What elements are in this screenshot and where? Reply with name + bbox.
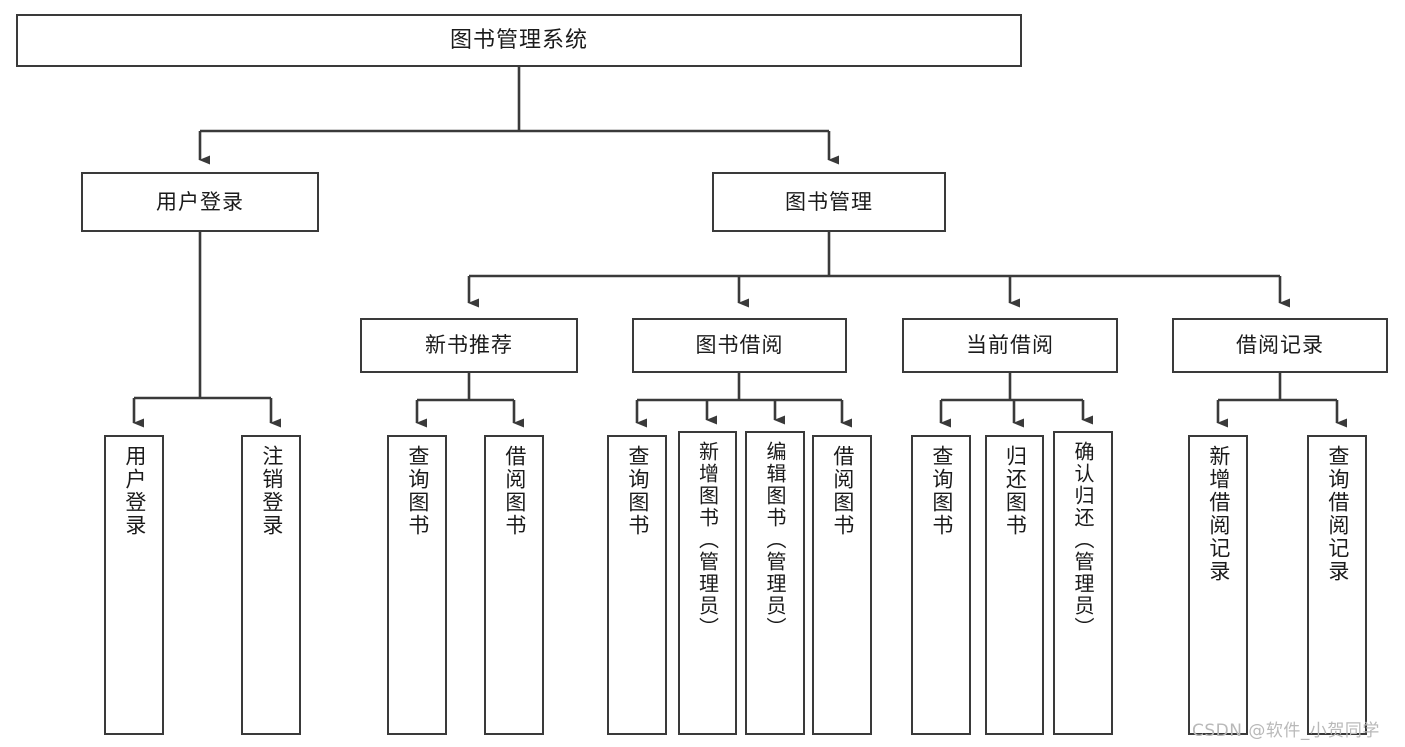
node-leaf-add-book-label: 新增图书（管理员）	[695, 441, 720, 639]
node-leaf-borrow-book-2-label: 借阅图书	[830, 445, 855, 537]
node-leaf-query-book-1-label: 查询图书	[405, 445, 430, 537]
node-leaf-borrow-book-1[interactable]: 借阅图书	[484, 435, 544, 735]
node-leaf-edit-book[interactable]: 编辑图书（管理员）	[745, 431, 805, 735]
node-leaf-query-record-label: 查询借阅记录	[1325, 445, 1350, 583]
node-book-manage[interactable]: 图书管理	[712, 172, 946, 232]
node-leaf-confirm-return[interactable]: 确认归还（管理员）	[1053, 431, 1113, 735]
node-leaf-confirm-return-label: 确认归还（管理员）	[1071, 441, 1095, 639]
node-current-borrow[interactable]: 当前借阅	[902, 318, 1118, 373]
node-leaf-query-book-3-label: 查询图书	[929, 445, 954, 537]
node-root-label: 图书管理系统	[449, 27, 588, 53]
node-book-borrow-label: 图书借阅	[695, 333, 784, 358]
node-new-book-recommend-label: 新书推荐	[425, 333, 513, 358]
node-leaf-query-book-3[interactable]: 查询图书	[911, 435, 971, 735]
node-leaf-add-record-label: 新增借阅记录	[1206, 445, 1231, 583]
node-borrow-record[interactable]: 借阅记录	[1172, 318, 1388, 373]
node-book-borrow[interactable]: 图书借阅	[632, 318, 847, 373]
node-user-login[interactable]: 用户登录	[81, 172, 319, 232]
node-leaf-query-record[interactable]: 查询借阅记录	[1307, 435, 1367, 735]
node-leaf-logout[interactable]: 注销登录	[241, 435, 301, 735]
node-borrow-record-label: 借阅记录	[1236, 333, 1324, 358]
node-leaf-query-book-2-label: 查询图书	[625, 445, 650, 537]
node-leaf-borrow-book-1-label: 借阅图书	[502, 445, 527, 537]
node-leaf-return-book-label: 归还图书	[1003, 445, 1028, 537]
node-user-login-label: 用户登录	[156, 189, 244, 214]
node-leaf-query-book-1[interactable]: 查询图书	[387, 435, 447, 735]
node-leaf-add-record[interactable]: 新增借阅记录	[1188, 435, 1248, 735]
node-leaf-logout-label: 注销登录	[259, 445, 284, 537]
node-current-borrow-label: 当前借阅	[966, 333, 1054, 358]
node-book-manage-label: 图书管理	[785, 189, 873, 214]
watermark: CSDN @软件_小贺同学	[1192, 721, 1380, 741]
node-leaf-borrow-book-2[interactable]: 借阅图书	[812, 435, 872, 735]
node-root[interactable]: 图书管理系统	[16, 14, 1022, 67]
node-leaf-user-login-label: 用户登录	[122, 445, 147, 537]
node-leaf-user-login[interactable]: 用户登录	[104, 435, 164, 735]
node-leaf-query-book-2[interactable]: 查询图书	[607, 435, 667, 735]
node-new-book-recommend[interactable]: 新书推荐	[360, 318, 578, 373]
node-leaf-return-book[interactable]: 归还图书	[985, 435, 1044, 735]
node-leaf-add-book[interactable]: 新增图书（管理员）	[678, 431, 737, 735]
node-leaf-edit-book-label: 编辑图书（管理员）	[763, 441, 787, 639]
